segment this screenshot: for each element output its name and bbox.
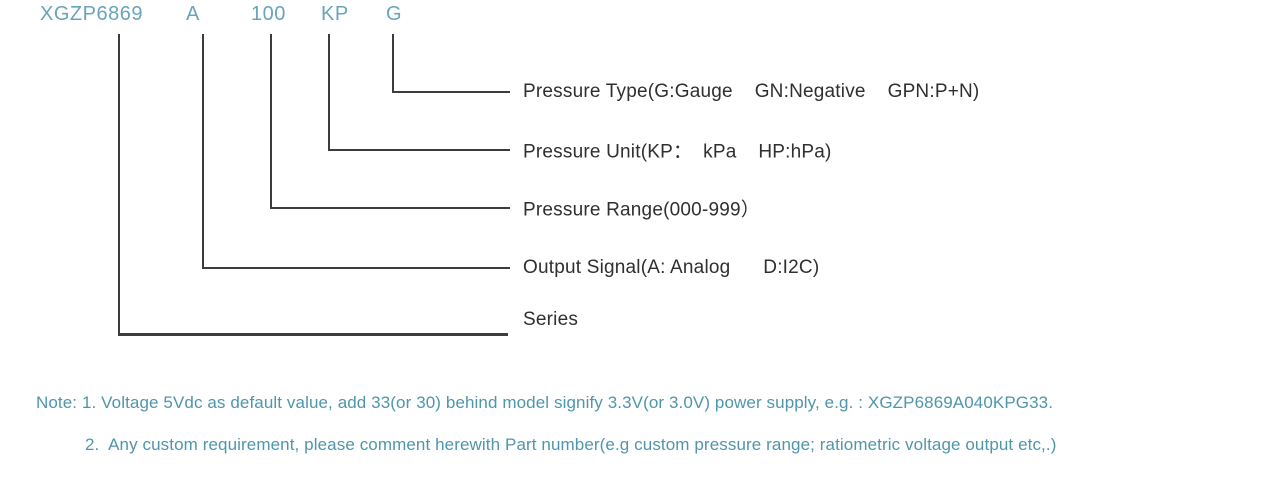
- connector-series-horizontal: [118, 333, 508, 336]
- code-pressure-unit: KP: [321, 3, 349, 25]
- code-series: XGZP6869: [40, 3, 143, 25]
- note-line-2: 2. Any custom requirement, please commen…: [85, 435, 1057, 454]
- code-output-signal: A: [186, 3, 200, 25]
- connector-pressure-range-horizontal: [270, 207, 510, 209]
- code-pressure-type: G: [386, 3, 403, 25]
- code-pressure-range: 100: [251, 3, 286, 25]
- connector-output-signal-horizontal: [202, 267, 510, 269]
- connector-pressure-range-vertical: [270, 34, 272, 208]
- branch-label-series: Series: [523, 309, 579, 330]
- branch-label-pressure-unit: Pressure Unit(KP： kPa HP:hPa): [523, 141, 832, 163]
- connector-output-signal-vertical: [202, 34, 204, 268]
- note-line-1: Note: 1. Voltage 5Vdc as default value, …: [36, 393, 1054, 412]
- connector-pressure-unit-vertical: [328, 34, 330, 150]
- connector-pressure-type-vertical: [392, 34, 394, 92]
- connector-pressure-type-horizontal: [392, 91, 510, 93]
- connector-series-vertical: [118, 34, 120, 334]
- branch-label-pressure-range: Pressure Range(000-999）: [523, 199, 760, 221]
- branch-label-output-signal: Output Signal(A: Analog D:I2C): [523, 257, 820, 278]
- connector-pressure-unit-horizontal: [328, 149, 510, 151]
- branch-label-pressure-type: Pressure Type(G:Gauge GN:Negative GPN:P+…: [523, 81, 980, 102]
